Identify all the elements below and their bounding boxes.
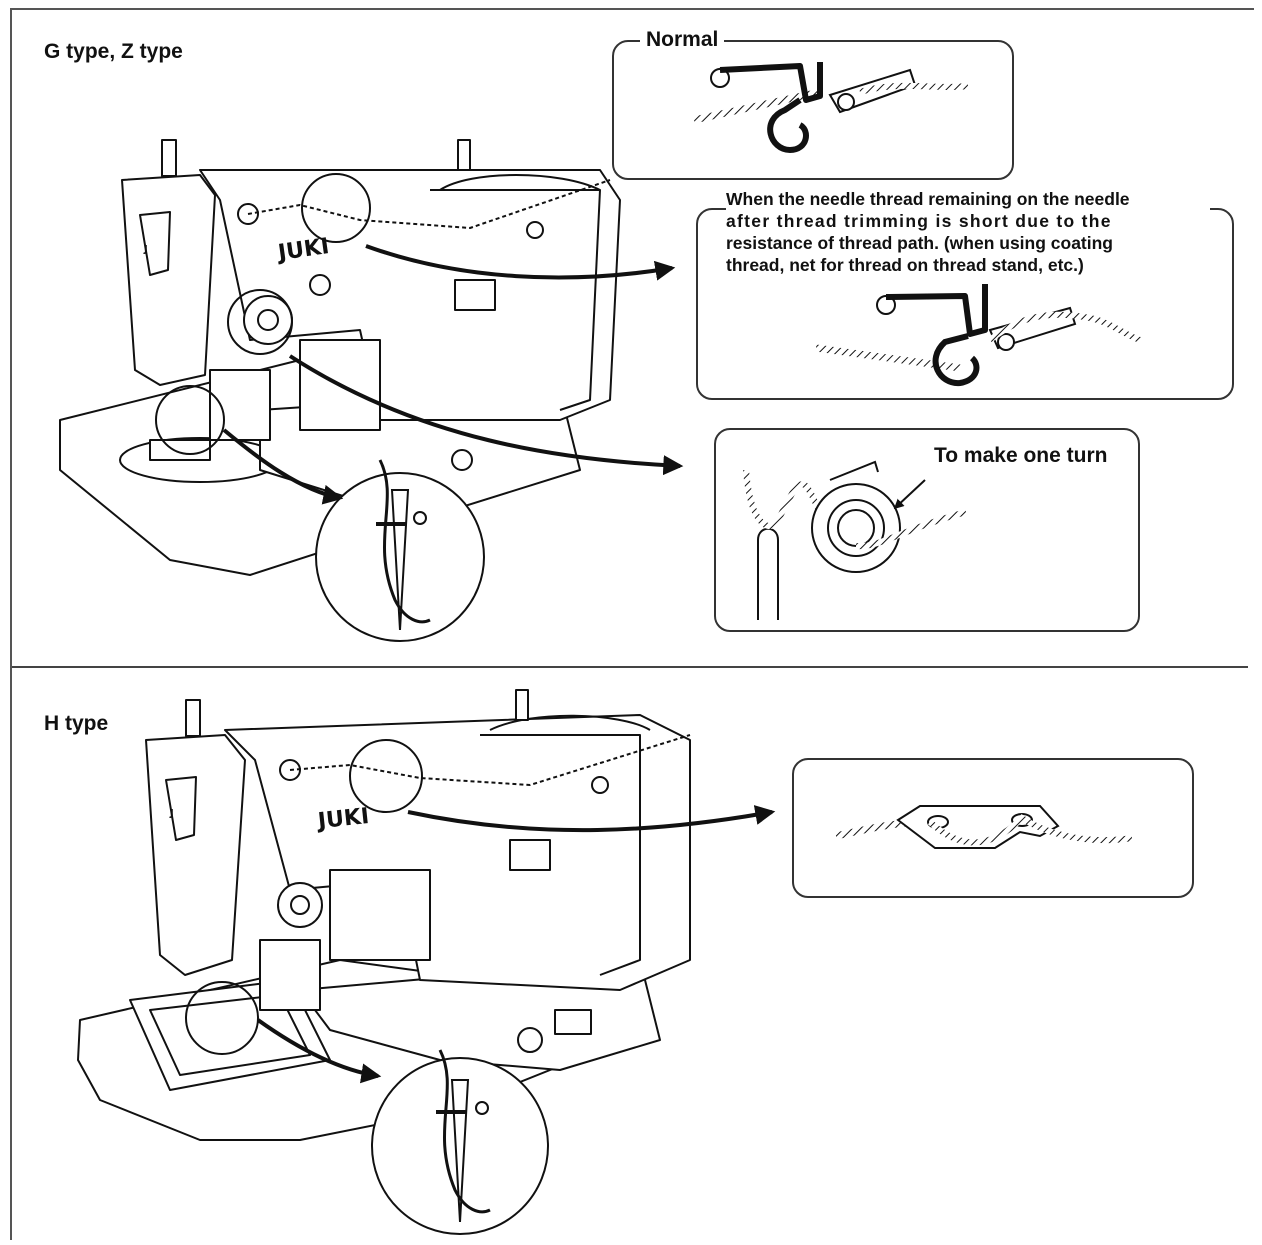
needle-detail-h-icon	[371, 1049, 549, 1235]
one-turn-callout-box	[714, 428, 1140, 632]
arrow-icon	[256, 805, 776, 1084]
svg-text:J: J	[143, 244, 148, 255]
svg-text:J: J	[169, 808, 174, 819]
machine-brand-h: JUKI	[315, 804, 371, 834]
page-frame	[10, 8, 1254, 1240]
short-thread-note: When the needle thread remaining on the …	[726, 188, 1210, 276]
note-line-2: after thread trimming is short due to th…	[726, 211, 1112, 231]
section-title-gz: G type, Z type	[44, 40, 183, 63]
thread-guide-h-icon	[835, 805, 1133, 849]
thread-guide-normal-icon	[693, 62, 969, 154]
needle-detail-gz-icon	[315, 459, 485, 642]
section-divider	[12, 666, 1248, 668]
normal-label: Normal	[640, 28, 725, 52]
one-turn-label: To make one turn	[934, 444, 1108, 467]
section-title-h: H type	[44, 712, 109, 735]
note-line-3: resistance of thread path. (when using c…	[726, 233, 1113, 253]
sewing-machine-gz-icon: J	[59, 139, 621, 576]
tension-disc-one-turn-icon	[743, 460, 967, 620]
arrow-icon	[222, 244, 684, 505]
normal-callout-box	[612, 40, 1014, 180]
thread-guide-short-icon	[815, 284, 1142, 387]
note-line-4: thread, net for thread on thread stand, …	[726, 255, 1084, 275]
sewing-machine-h-icon: J	[77, 689, 691, 1141]
note-line-1: When the needle thread remaining on the …	[726, 189, 1130, 209]
